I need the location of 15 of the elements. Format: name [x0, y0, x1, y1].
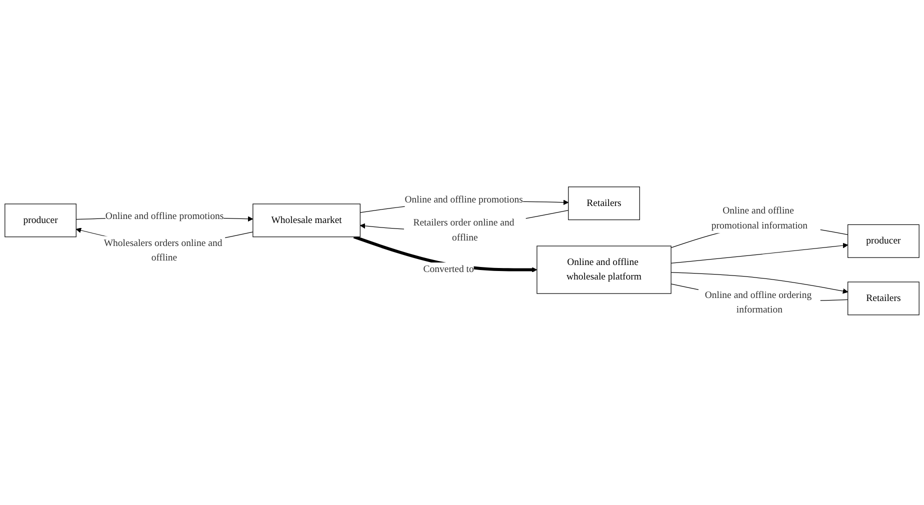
node-box: Retailers: [568, 186, 640, 220]
node-box: Retailers: [848, 282, 920, 316]
node-box: producer: [4, 204, 76, 238]
node-box: Wholesale market: [252, 204, 360, 238]
edge-label: Retailers order online and offline: [413, 218, 514, 244]
edge-label: Wholesalers orders online and offline: [104, 238, 222, 264]
edge-label: Online and offline promotions: [105, 212, 224, 222]
edge-label: Online and offline promotional information: [711, 206, 808, 232]
edge-label: Online and offline promotions: [404, 194, 523, 206]
arrow: [670, 243, 848, 264]
node-box: producer: [848, 224, 920, 258]
node-box: Online and offline wholesale platform: [536, 246, 672, 294]
edge-label: Online and offline ordering information: [704, 290, 812, 316]
arrow: [670, 272, 848, 294]
edge-label: Converted to: [423, 264, 474, 276]
